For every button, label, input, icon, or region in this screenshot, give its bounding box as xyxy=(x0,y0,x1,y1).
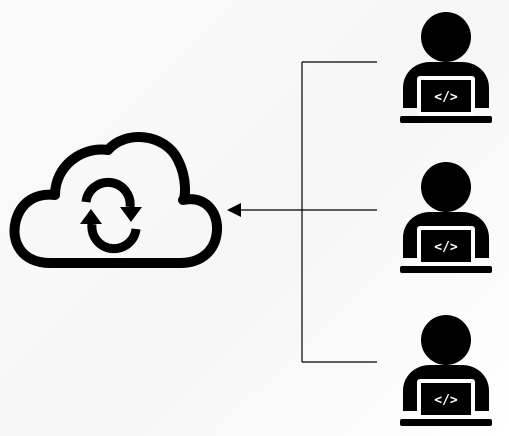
cloud-outline xyxy=(9,132,222,268)
code-icon: </> xyxy=(434,90,458,105)
code-icon: </> xyxy=(434,240,458,255)
developer-icon: </> xyxy=(400,315,492,426)
sync-arrows-icon xyxy=(80,177,142,254)
developer-icon: </> xyxy=(400,12,492,123)
cloud-sync-icon xyxy=(9,132,222,268)
arrow-left-icon xyxy=(227,203,241,217)
code-icon: </> xyxy=(434,393,458,408)
connector-lines xyxy=(240,61,377,363)
developer-icon: </> xyxy=(400,162,492,273)
